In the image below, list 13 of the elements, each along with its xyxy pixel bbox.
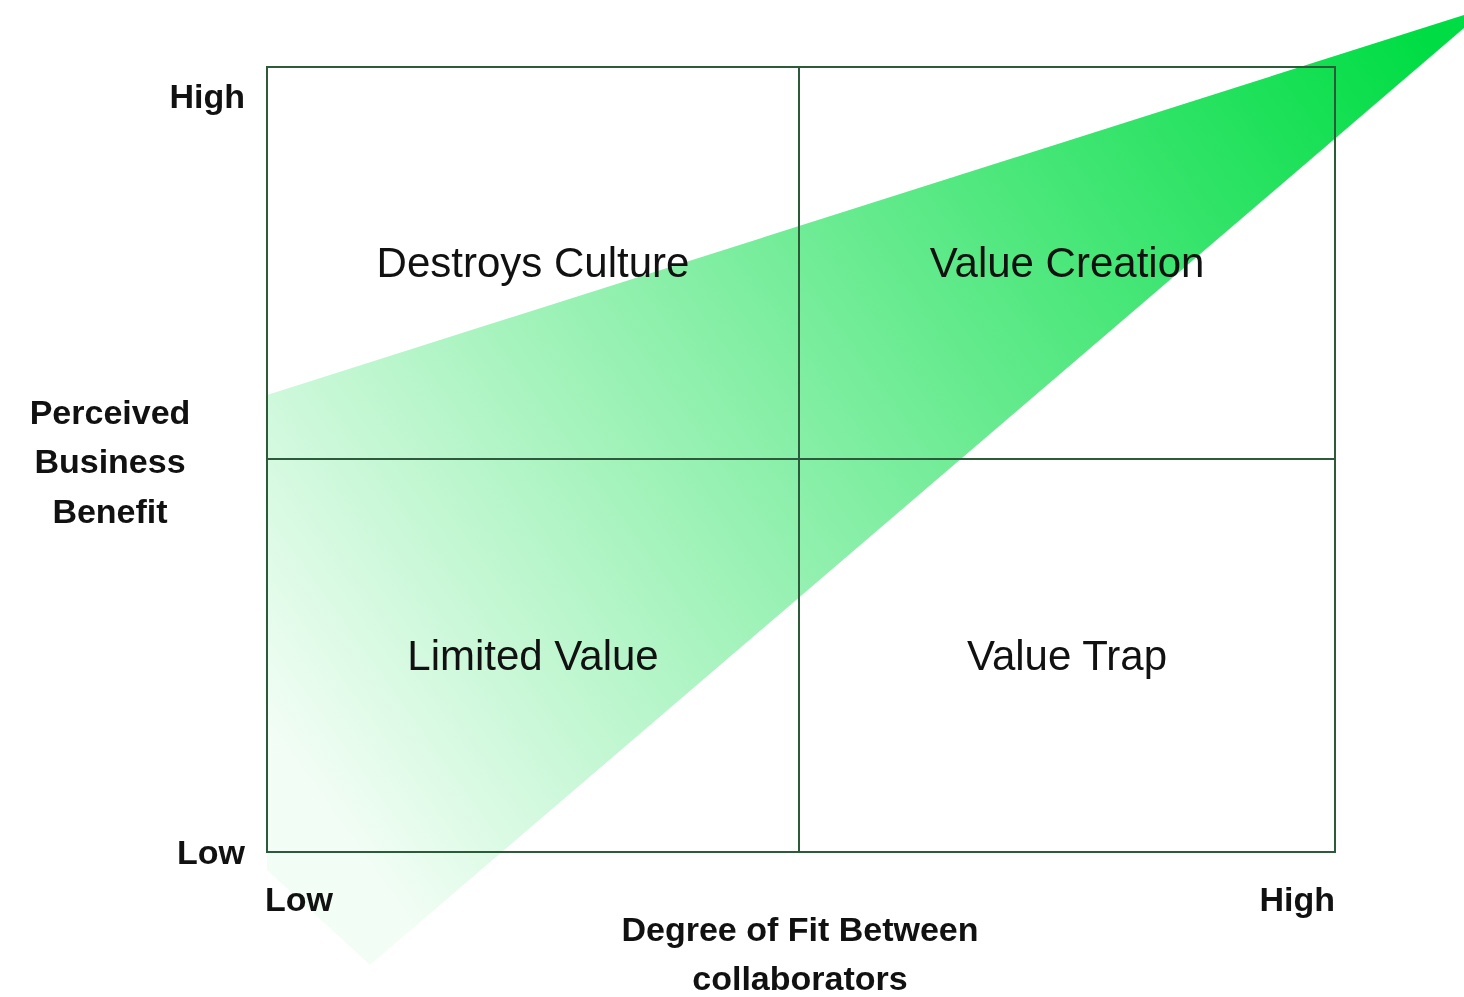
axis-title: Perceived Business Benefit bbox=[28, 392, 192, 532]
quadrant-label: Limited Value bbox=[407, 631, 659, 680]
axis-tick-label: Low bbox=[265, 879, 334, 920]
quadrant-cell bbox=[798, 458, 1336, 853]
axis-tick-label: Low bbox=[176, 832, 245, 873]
quadrant-cell bbox=[798, 66, 1336, 460]
quadrant-label: Value Trap bbox=[967, 631, 1167, 680]
quadrant-cell bbox=[266, 458, 800, 853]
axis-title: Degree of Fit Between collaborators bbox=[620, 909, 980, 997]
quadrant-cell bbox=[266, 66, 800, 460]
axis-tick-label: High bbox=[168, 76, 245, 117]
quadrant-label: Destroys Culture bbox=[376, 239, 690, 287]
axis-tick-label: High bbox=[1258, 879, 1335, 920]
